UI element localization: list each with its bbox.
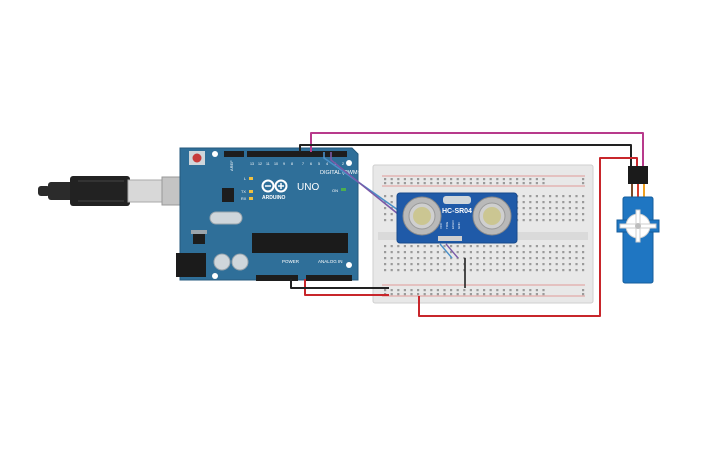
svg-text:2: 2 xyxy=(342,162,344,166)
power-header[interactable] xyxy=(256,275,298,281)
digital-header-left[interactable] xyxy=(224,151,244,157)
rx-led-label: RX xyxy=(241,197,247,201)
digital-label: DIGITAL (PWM~) xyxy=(320,170,363,176)
sensor-pin-trig: TRIG xyxy=(445,221,449,229)
ultrasonic-sensor-icon[interactable]: HC-SR04 VCC TRIG ECHO GND xyxy=(396,192,518,244)
voltage-regulator xyxy=(193,234,205,244)
svg-text:4: 4 xyxy=(326,162,328,166)
sensor-pin-vcc: VCC xyxy=(439,222,443,229)
power-jack[interactable] xyxy=(176,253,206,277)
svg-text:6: 6 xyxy=(310,162,312,166)
analog-label: ANALOG IN xyxy=(318,259,343,264)
sensor-pin-gnd: GND xyxy=(457,222,461,230)
power-label: POWER xyxy=(282,259,300,264)
capacitor-2 xyxy=(231,253,249,271)
svg-text:10: 10 xyxy=(274,162,278,166)
servo-motor-icon[interactable] xyxy=(616,166,660,284)
l-led-label: L xyxy=(244,177,246,181)
on-led xyxy=(341,188,346,191)
wire-servo-gnd[interactable] xyxy=(299,144,632,168)
svg-text:9: 9 xyxy=(283,162,285,166)
svg-text:7: 7 xyxy=(302,162,304,166)
aref-label: AREF xyxy=(229,160,234,171)
wire-5v[interactable] xyxy=(304,279,389,296)
digital-header-right[interactable] xyxy=(247,151,347,157)
reset-button[interactable] xyxy=(192,153,202,163)
sensor-model-label: HC-SR04 xyxy=(442,208,472,215)
usb-chip xyxy=(222,188,234,202)
uno-logo-text: UNO xyxy=(297,182,319,193)
svg-text:13: 13 xyxy=(250,162,254,166)
capacitor-1 xyxy=(213,253,231,271)
usb-plug-icon[interactable] xyxy=(38,176,205,206)
arduino-logo-icon xyxy=(261,179,288,193)
wire-servo-signal[interactable] xyxy=(310,132,644,168)
wire-gnd[interactable] xyxy=(290,279,389,289)
arduino-brand-text: ARDUINO xyxy=(262,195,285,201)
analog-header[interactable] xyxy=(306,275,352,281)
on-led-label: ON xyxy=(332,188,338,193)
atmega-chip xyxy=(252,233,348,253)
wire-echo[interactable] xyxy=(330,152,399,215)
wire-trig[interactable] xyxy=(323,152,399,211)
svg-text:12: 12 xyxy=(258,162,262,166)
svg-text:11: 11 xyxy=(266,162,270,166)
crystal-oscillator xyxy=(209,211,243,225)
wires[interactable] xyxy=(290,132,644,317)
svg-text:5: 5 xyxy=(318,162,320,166)
wire-servo-power[interactable] xyxy=(418,157,638,317)
tx-led-label: TX xyxy=(241,190,246,194)
sensor-pin-echo: ECHO xyxy=(451,220,455,229)
svg-text:8: 8 xyxy=(291,162,293,166)
